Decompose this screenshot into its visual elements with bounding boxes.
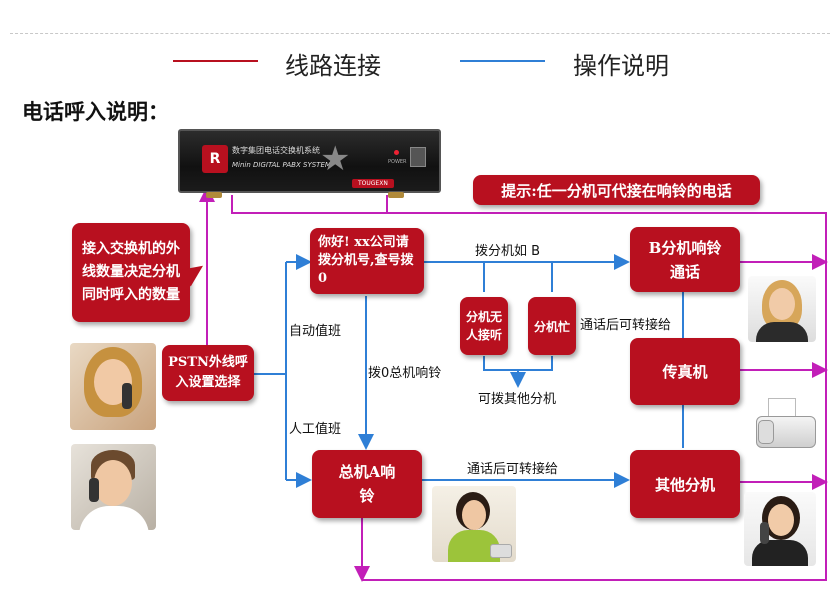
fax-box: 传真机 <box>630 338 740 405</box>
woman-other-face <box>768 504 794 536</box>
blue-line-fork-join <box>483 356 553 371</box>
legend-blue-line <box>460 60 545 62</box>
label-auto-attendant: 自动值班 <box>289 324 342 339</box>
label-dial0: 拨0总机响铃 <box>368 366 442 381</box>
pabx-device: R 数字集团电话交换机系统 Minin DIGITAL PABX SYSTEM … <box>178 129 441 198</box>
ext-b-box: B分机响铃通话 <box>630 227 740 292</box>
fax-machine-photo <box>754 396 816 452</box>
device-name-en: Minin DIGITAL PABX SYSTEM <box>232 161 331 169</box>
fax-handset <box>758 420 774 444</box>
label-dial-other: 可拨其他分机 <box>478 392 557 407</box>
device-foot-right <box>388 192 404 198</box>
phone-icon <box>122 383 132 409</box>
legend-operation-note: 操作说明 <box>573 52 669 80</box>
other-ext-box: 其他分机 <box>630 450 740 518</box>
label-transfer-1: 通话后可转接给 <box>467 462 559 477</box>
tip-box: 提示:任一分机可代接在响铃的电话 <box>473 175 760 205</box>
busy-box: 分机忙 <box>528 297 576 355</box>
device-brand: TOUGEXN <box>352 179 394 188</box>
man-on-phone-photo <box>71 444 156 530</box>
legend-red-line <box>173 60 258 62</box>
receptionist-face <box>462 500 486 530</box>
receptionist-photo <box>432 486 516 562</box>
device-name-cn: 数字集团电话交换机系统 <box>232 146 320 155</box>
woman-b-face <box>769 288 795 320</box>
label-manual: 人工值班 <box>289 422 342 437</box>
power-switch <box>410 147 426 167</box>
page-title: 电话呼入说明： <box>22 99 169 124</box>
woman-b-ext-photo <box>748 276 816 342</box>
man-shirt <box>79 506 149 530</box>
label-dial-ext-b: 拨分机如 B <box>475 244 541 259</box>
woman-other-ext-photo <box>744 492 816 566</box>
purple-line-device-to-top <box>231 195 827 581</box>
phone-icon <box>89 478 99 502</box>
pstn-box: PSTN外线呼入设置选择 <box>162 345 254 401</box>
woman-b-suit <box>756 322 808 342</box>
power-led <box>394 150 399 155</box>
no-answer-box: 分机无人接听 <box>460 297 508 355</box>
woman-on-phone-photo <box>70 343 156 430</box>
legend-line-connection: 线路连接 <box>285 52 381 80</box>
capacity-box: 接入交换机的外线数量决定分机同时呼入的数量 <box>72 223 190 322</box>
device-logo: R <box>202 145 228 173</box>
desk-phone-icon <box>490 544 512 558</box>
power-label: POWER <box>388 159 407 165</box>
man-face <box>94 460 132 506</box>
device-foot-left <box>206 192 222 198</box>
label-transfer-2: 通话后可转接给 <box>580 318 672 333</box>
top-dashed-divider <box>10 33 830 34</box>
star-icon: ★ <box>320 139 351 179</box>
woman-other-suit <box>752 540 808 566</box>
greeting-box: 你好! xx公司请拨分机号,查号拨0 <box>310 228 424 294</box>
phone-icon <box>760 522 769 544</box>
operator-box: 总机A响铃 <box>312 450 422 518</box>
